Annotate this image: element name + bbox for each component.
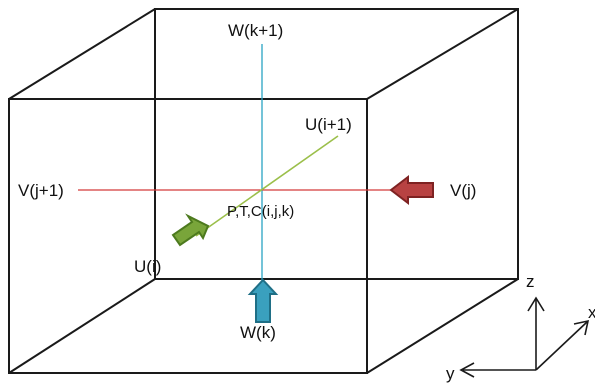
- y-axis-arrowhead: [459, 362, 475, 378]
- label-u-left: U(i): [134, 257, 161, 276]
- label-w-bottom: W(k): [240, 323, 276, 342]
- z-axis-arrowhead: [527, 296, 545, 312]
- cube-edge-top-left: [8, 8, 156, 100]
- label-u-right: U(i+1): [305, 115, 352, 134]
- label-w-top: W(k+1): [228, 21, 283, 40]
- label-v-right: V(j): [450, 181, 476, 200]
- cube-edge-top-right: [366, 8, 519, 100]
- label-v-left: V(j+1): [18, 181, 64, 200]
- x-axis-arrowhead: [573, 319, 590, 336]
- axis-label-z: z: [526, 272, 535, 291]
- axes-indicator: z x y: [446, 272, 595, 383]
- v-flux-arrow: [389, 174, 434, 206]
- cube-edge-bottom-left: [8, 278, 156, 374]
- w-flux-arrow: [247, 278, 279, 323]
- axis-label-y: y: [446, 364, 455, 383]
- x-axis-line: [535, 321, 588, 371]
- cube-frame: [8, 8, 519, 374]
- cube-back-face: [154, 8, 519, 280]
- cube-edge-bottom-right: [366, 278, 519, 374]
- u-velocity-line: [195, 135, 339, 237]
- u-flux-arrow: [171, 213, 210, 247]
- label-center: P,T,C(i,j,k): [227, 203, 294, 220]
- axis-label-x: x: [588, 303, 595, 322]
